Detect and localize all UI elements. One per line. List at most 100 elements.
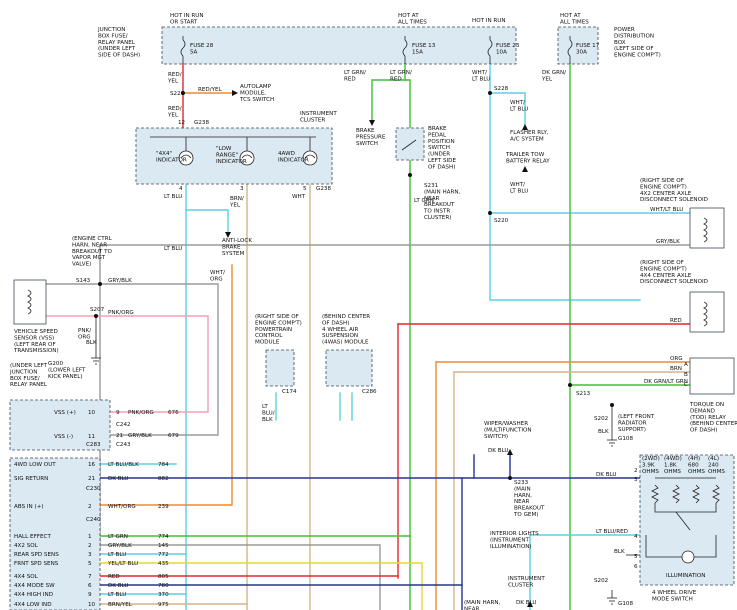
c243-label: C243 bbox=[116, 442, 131, 448]
wire-label-wht: WHT bbox=[292, 194, 306, 200]
mode-switch-box bbox=[639, 454, 735, 586]
arrow-wiper bbox=[507, 449, 513, 455]
wire-label-red-yel-1: RED/YEL bbox=[167, 72, 182, 84]
wire-label-lt-blu-a: LT BLU bbox=[164, 194, 182, 200]
row-wire: GRY/BLK bbox=[128, 433, 152, 439]
c283-label: C283 bbox=[86, 442, 101, 448]
illumination-bulb bbox=[681, 550, 695, 564]
row-num: 239 bbox=[158, 504, 169, 510]
c240-label: C240 bbox=[86, 517, 101, 523]
wire-gem-4x2 bbox=[99, 544, 381, 610]
wire-label-wht-org: WHT/ORG bbox=[210, 270, 225, 282]
wire-label-lt-grn-red-1: LT GRN/RED bbox=[344, 70, 366, 82]
s226-label: S226 bbox=[170, 91, 185, 97]
switch-pin-4: 4 bbox=[634, 534, 638, 540]
row-wire: RED bbox=[108, 574, 120, 580]
s228-label: S228 bbox=[494, 86, 509, 92]
wire-label-brn: BRN bbox=[670, 366, 682, 372]
row-wire: BRN/YEL bbox=[108, 602, 133, 608]
brake-switch-blade bbox=[401, 139, 417, 151]
vss-sensor-box bbox=[13, 279, 47, 325]
row-pin: 10 bbox=[88, 602, 96, 608]
bulb-4x4 bbox=[178, 150, 194, 166]
wire-label-lt-grn-red-2: LT GRN/RED bbox=[390, 70, 412, 82]
resistor-4wd bbox=[672, 484, 680, 504]
row-pin2: 9 bbox=[116, 410, 120, 416]
hot-in-run-2-label: HOT IN RUN bbox=[472, 18, 506, 24]
row-num: 370 bbox=[158, 592, 169, 598]
illum-lead-2 bbox=[694, 535, 717, 558]
wire-label-blk-r: BLK bbox=[598, 429, 609, 435]
wire-pnk-org-vss bbox=[45, 315, 209, 413]
illumination-label: ILLUMINATION bbox=[666, 573, 705, 579]
ind-4x4-label: "4X4"INDICATOR bbox=[156, 151, 187, 163]
wire-gem-frnt-spd bbox=[99, 562, 423, 610]
wire-wht-lt-blu-flasher bbox=[489, 92, 526, 131]
wire-wht-org bbox=[99, 264, 233, 506]
row-num: 774 bbox=[158, 534, 169, 540]
resistor-4h bbox=[692, 484, 700, 504]
g108b-label: G108 bbox=[618, 601, 633, 607]
fuse-13-symbol bbox=[402, 36, 408, 64]
wire-label-wht-lt-blu-2: WHT/LT BLU bbox=[510, 100, 528, 112]
splice-s226 bbox=[181, 91, 185, 95]
ground-g108-bottom bbox=[607, 597, 617, 605]
c286-label: C286 bbox=[362, 389, 377, 395]
row-label: 4WD LOW OUT bbox=[14, 462, 56, 468]
arrow-flasher bbox=[522, 124, 528, 130]
g238a-label: G238 bbox=[194, 120, 209, 126]
vss-plus-row: VSS (+) 10 9 PNK/ORG 676 bbox=[54, 410, 179, 416]
bulb-low-range bbox=[239, 150, 255, 166]
wire-label-org: ORG bbox=[670, 356, 683, 362]
wire-label-blk: BLK bbox=[86, 340, 97, 346]
arrow-instr-bottom bbox=[527, 601, 533, 607]
row-wire: WHT/ORG bbox=[108, 504, 136, 510]
pin-5: 5 bbox=[303, 186, 307, 192]
ground-g108 bbox=[607, 439, 617, 447]
row-label: FRNT SPD SENS bbox=[14, 561, 59, 567]
wire-label-lt-blu-red: LT BLU/RED bbox=[596, 529, 628, 535]
resistor-2wd bbox=[651, 484, 659, 504]
row-num: 676 bbox=[168, 410, 179, 416]
fuse-23-symbol bbox=[487, 36, 493, 64]
wire-label-dk-blu-w: DK BLU bbox=[488, 448, 509, 454]
row-num: 882 bbox=[158, 476, 169, 482]
splice-s228 bbox=[488, 91, 492, 95]
pin-3: 3 bbox=[240, 186, 244, 192]
flasher-label: FLASHER RLY,A/C SYSTEM bbox=[510, 130, 549, 142]
row-label: 4X4 MODE SW bbox=[14, 583, 55, 589]
s207-label: S207 bbox=[90, 307, 105, 313]
wire-wht-lt-blu-sol1 bbox=[489, 212, 701, 216]
s202-label: S202 bbox=[594, 416, 608, 422]
wire-label-wht-lt-blu-1: WHT/LT BLU bbox=[472, 70, 490, 82]
gem-module-box bbox=[9, 457, 101, 610]
row-pin: 1 bbox=[88, 534, 92, 540]
switch-pin-6: 6 bbox=[634, 564, 638, 570]
junction-box-fuse-panel bbox=[161, 26, 517, 65]
